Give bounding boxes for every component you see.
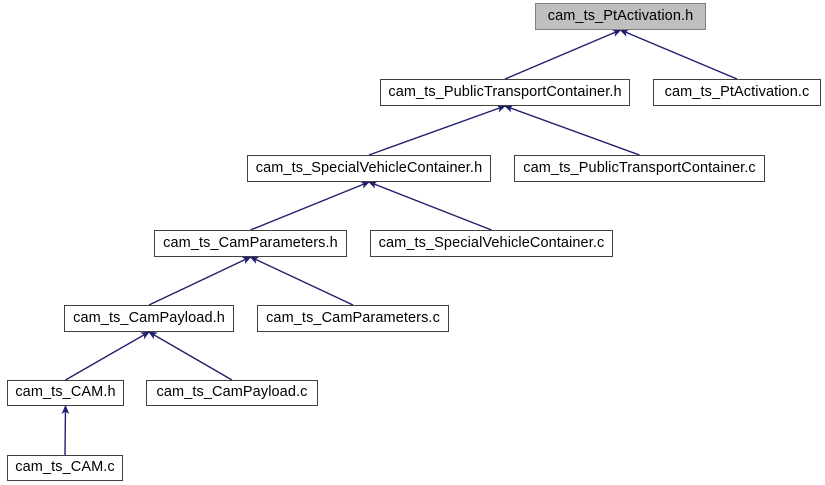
graph-node-public-transport-container-h[interactable]: cam_ts_PublicTransportContainer.h — [380, 79, 630, 106]
graph-edge-cam-parameters-c-to-cam-parameters-h — [249, 256, 354, 306]
graph-node-public-transport-container-c[interactable]: cam_ts_PublicTransportContainer.c — [514, 155, 765, 182]
graph-node-label: cam_ts_CamPayload.c — [156, 384, 308, 401]
graph-node-label: cam_ts_SpecialVehicleContainer.c — [378, 234, 605, 251]
graph-node-cam-parameters-h[interactable]: cam_ts_CamParameters.h — [154, 230, 347, 257]
graph-edge-public-transport-container-c-to-public-transport-container-h — [504, 105, 640, 156]
graph-node-cam-payload-h[interactable]: cam_ts_CamPayload.h — [64, 305, 234, 332]
graph-edge-cam-parameters-h-to-special-vehicle-container-h — [250, 181, 370, 231]
graph-node-cam-parameters-c[interactable]: cam_ts_CamParameters.c — [257, 305, 449, 332]
graph-node-cam-payload-c[interactable]: cam_ts_CamPayload.c — [146, 380, 318, 406]
graph-edge-pt-activation-c-to-pt-activation-h — [619, 29, 738, 80]
graph-node-label: cam_ts_CAM.c — [15, 459, 115, 476]
graph-edge-cam-payload-c-to-cam-payload-h — [148, 331, 233, 381]
graph-edge-public-transport-container-h-to-pt-activation-h — [504, 29, 622, 80]
graph-node-label: cam_ts_PublicTransportContainer.c — [523, 159, 756, 176]
graph-node-label: cam_ts_PtActivation.h — [547, 7, 694, 24]
graph-node-special-vehicle-container-h[interactable]: cam_ts_SpecialVehicleContainer.h — [247, 155, 491, 182]
graph-node-label: cam_ts_CamParameters.h — [163, 234, 338, 251]
graph-node-label: cam_ts_CamParameters.c — [266, 309, 440, 326]
graph-node-label: cam_ts_PublicTransportContainer.h — [388, 83, 622, 100]
graph-node-label: cam_ts_CAM.h — [15, 384, 116, 401]
graph-node-special-vehicle-container-c[interactable]: cam_ts_SpecialVehicleContainer.c — [370, 230, 613, 257]
graph-node-label: cam_ts_SpecialVehicleContainer.h — [255, 159, 483, 176]
graph-edge-special-vehicle-container-c-to-special-vehicle-container-h — [368, 181, 492, 231]
graph-node-label: cam_ts_CamPayload.h — [73, 309, 225, 326]
graph-node-cam-h[interactable]: cam_ts_CAM.h — [7, 380, 124, 406]
graph-node-pt-activation-h[interactable]: cam_ts_PtActivation.h — [535, 3, 706, 30]
graph-node-label: cam_ts_PtActivation.c — [664, 83, 810, 100]
graph-node-pt-activation-c[interactable]: cam_ts_PtActivation.c — [653, 79, 821, 106]
graph-node-cam-c[interactable]: cam_ts_CAM.c — [7, 455, 123, 481]
graph-edge-cam-payload-h-to-cam-parameters-h — [148, 256, 252, 306]
graph-edge-cam-c-to-cam-h — [61, 405, 70, 456]
graph-edge-cam-h-to-cam-payload-h — [65, 331, 150, 381]
graph-edge-special-vehicle-container-h-to-public-transport-container-h — [368, 105, 506, 156]
